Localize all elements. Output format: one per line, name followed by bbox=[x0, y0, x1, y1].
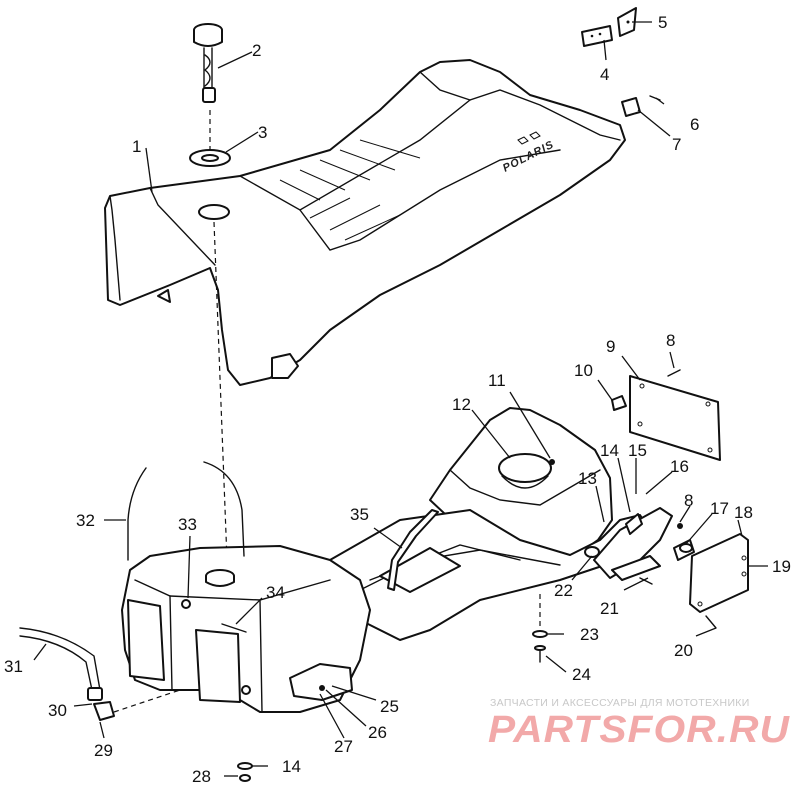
callout-8-upper: 8 bbox=[666, 331, 675, 350]
callout-8-lower: 8 bbox=[684, 491, 693, 510]
callout-9: 9 bbox=[606, 337, 615, 356]
callout-4: 4 bbox=[600, 65, 609, 84]
rear-bracket-assembly bbox=[584, 507, 749, 629]
callout-31: 31 bbox=[4, 657, 23, 676]
callout-2: 2 bbox=[252, 41, 261, 60]
callout-7: 7 bbox=[672, 135, 681, 154]
watermark-tagline: ЗАПЧАСТИ И АКСЕССУАРЫ ДЛЯ МОТОТЕХНИКИ bbox=[490, 697, 750, 709]
decal-bracket-parts bbox=[581, 7, 661, 117]
callouts: 1 2 3 4 5 6 7 8 8 9 10 11 12 13 14 14 15… bbox=[4, 13, 791, 786]
callout-32: 32 bbox=[76, 511, 95, 530]
callout-5: 5 bbox=[658, 13, 667, 32]
callout-16: 16 bbox=[670, 457, 689, 476]
frame-and-tank bbox=[121, 407, 651, 713]
callout-3: 3 bbox=[258, 123, 267, 142]
callout-26: 26 bbox=[368, 723, 387, 742]
callout-1: 1 bbox=[132, 137, 141, 156]
callout-30: 30 bbox=[48, 701, 67, 720]
callout-21: 21 bbox=[600, 599, 619, 618]
callout-15: 15 bbox=[628, 441, 647, 460]
watermark-site: PARTSFOR.RU bbox=[488, 709, 791, 751]
callout-28: 28 bbox=[192, 767, 211, 786]
callout-6: 6 bbox=[690, 115, 699, 134]
callout-25: 25 bbox=[380, 697, 399, 716]
callout-12: 12 bbox=[452, 395, 471, 414]
callout-29: 29 bbox=[94, 741, 113, 760]
callout-14-lower: 14 bbox=[282, 757, 301, 776]
callout-14-upper: 14 bbox=[600, 441, 619, 460]
callout-11: 11 bbox=[488, 371, 506, 390]
callout-24: 24 bbox=[572, 665, 591, 684]
plate-bracket bbox=[611, 369, 721, 461]
callout-22: 22 bbox=[554, 581, 573, 600]
fuel-line-fitting bbox=[19, 627, 181, 721]
callout-27: 27 bbox=[334, 737, 353, 756]
callout-17: 17 bbox=[710, 499, 729, 518]
fuel-cap-assembly bbox=[189, 23, 231, 167]
callout-13: 13 bbox=[578, 469, 597, 488]
callout-10: 10 bbox=[574, 361, 593, 380]
callout-34: 34 bbox=[266, 583, 285, 602]
watermark: ЗАПЧАСТИ И АКСЕССУАРЫ ДЛЯ МОТОТЕХНИКИ PA… bbox=[488, 697, 791, 751]
callout-35: 35 bbox=[350, 505, 369, 524]
callout-18: 18 bbox=[734, 503, 753, 522]
callout-19: 19 bbox=[772, 557, 791, 576]
seat: POLARIS bbox=[104, 59, 626, 386]
callout-23: 23 bbox=[580, 625, 599, 644]
fuel-hose bbox=[387, 509, 439, 591]
callout-20: 20 bbox=[674, 641, 693, 660]
leader-lines bbox=[33, 21, 768, 777]
callout-33: 33 bbox=[178, 515, 197, 534]
vent-hoses bbox=[127, 461, 245, 561]
